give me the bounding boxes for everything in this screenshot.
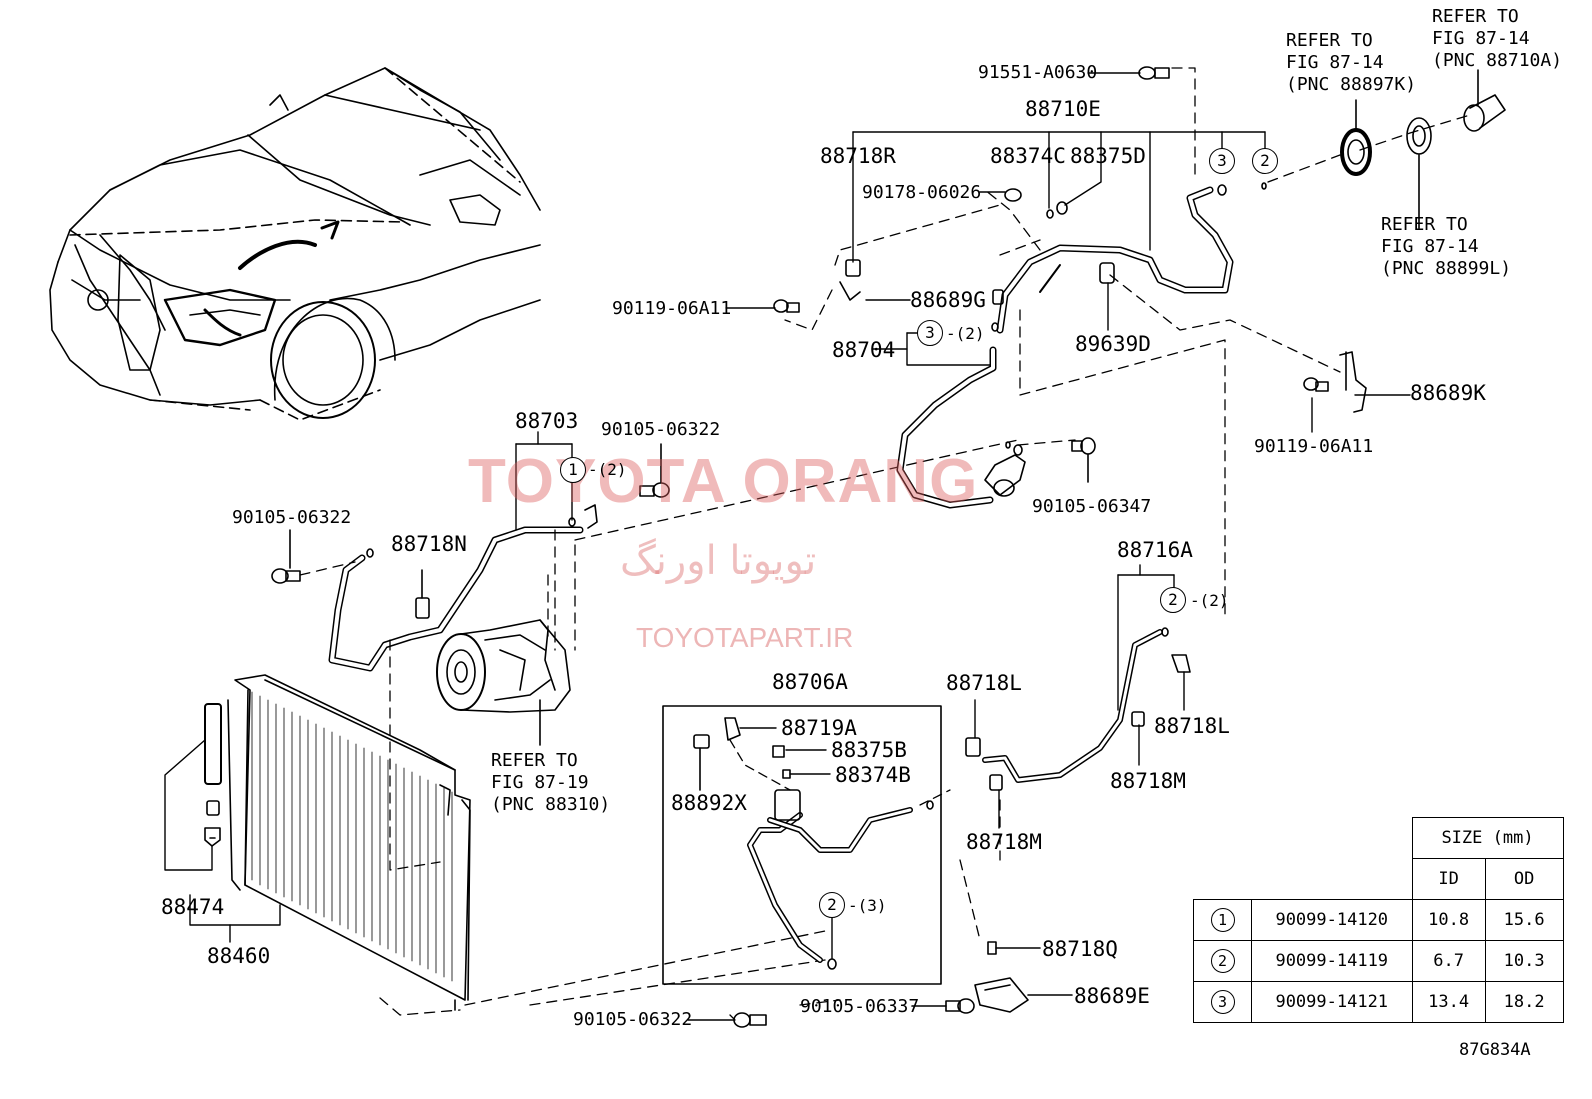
size-part-number: 90099-14120 [1251,899,1413,941]
label-88892X: 88892X [671,791,747,815]
label-88718Q: 88718Q [1042,937,1118,961]
label-88718N: 88718N [391,532,467,556]
leader-88474 [164,739,281,943]
hose-88704 [896,322,1026,509]
key-circle-3-88704: 3 [917,320,943,346]
size-id: 13.4 [1411,981,1486,1023]
key-circle-2-88716A: 2 [1160,587,1186,613]
bolt-90105-06347 [1071,437,1096,483]
key-circle-2-88706A: 2 [819,892,845,918]
bolt-91551 [1138,66,1170,80]
key-circle-3-top: 3 [1209,148,1235,174]
figure-code: 87G834A [1459,1040,1531,1060]
compressor [436,619,571,746]
reference-88710A: REFER TO FIG 87-14 (PNC 88710A) [1432,6,1563,71]
pipe-88710E [839,182,1267,334]
label-88375D: 88375D [1070,144,1146,168]
label-89639D: 89639D [1075,332,1151,356]
key-circle-2-top: 2 [1252,148,1278,174]
bolt-90105-left [271,529,301,584]
label-88375B: 88375B [831,738,907,762]
size-table-row: 3 90099-14121 13.4 18.2 [1193,981,1564,1023]
label-88719A: 88719A [781,716,857,740]
size-table-row: 2 90099-14119 6.7 10.3 [1193,940,1564,982]
label-90105-06337: 90105-06337 [800,996,920,1017]
quantity-88706A: -(3) [848,896,887,915]
pipe-88703 [328,504,598,672]
label-88460: 88460 [207,944,271,968]
label-90119-06A11-left: 90119-06A11 [612,298,732,319]
label-88689E: 88689E [1074,984,1150,1008]
label-88689G: 88689G [910,288,986,312]
size-id: 6.7 [1411,940,1486,982]
reference-88899L: REFER TO FIG 87-14 (PNC 88899L) [1381,214,1512,279]
label-88689K: 88689K [1410,381,1486,405]
leader-88703 [515,431,573,531]
label-88718M-right: 88718M [1110,769,1186,793]
label-88718R: 88718R [820,144,896,168]
car-illustration [49,67,541,421]
size-id: 10.8 [1411,899,1486,941]
label-88474: 88474 [161,895,225,919]
label-88703: 88703 [515,409,579,433]
dashed-lines-upper [574,67,1471,616]
size-table: SIZE (mm) ID OD 1 90099-14120 10.8 15.6 … [1193,817,1564,1023]
label-90105-06347: 90105-06347 [1032,496,1152,517]
seal-fittings-top-right [1340,69,1506,229]
size-part-number: 90099-14119 [1251,940,1413,982]
size-table-col-id: ID [1411,858,1486,900]
size-od: 18.2 [1484,981,1564,1023]
size-key-circle: 1 [1210,908,1235,932]
label-88374C: 88374C [990,144,1066,168]
bracket-88689E [911,941,1073,1014]
label-88706A: 88706A [772,670,848,694]
dashed-box-88706A [729,739,951,806]
reference-88897K: REFER TO FIG 87-14 (PNC 88897K) [1286,30,1417,95]
label-88716A: 88716A [1117,538,1193,562]
bolt-90119-left [773,299,800,313]
size-od: 10.3 [1484,940,1564,982]
size-part-number: 90099-14121 [1251,981,1413,1023]
label-90105-06322-mid: 90105-06322 [601,419,721,440]
label-88718L-left: 88718L [946,671,1022,695]
leader-88716A [974,564,1185,829]
bolt-90105-bottom [687,1012,767,1028]
size-od: 15.6 [1484,899,1564,941]
size-key-circle: 2 [1210,949,1235,973]
condenser-88460 [204,674,471,1011]
dashed-lines-bottom [379,799,1001,1021]
label-88374B: 88374B [835,763,911,787]
reference-88310: REFER TO FIG 87-19 (PNC 88310) [491,750,611,815]
box-88706A [662,705,942,985]
label-91551-A0630: 91551-A0630 [978,62,1098,83]
label-88710E: 88710E [1025,97,1101,121]
label-88718M-left: 88718M [966,830,1042,854]
size-table-col-od: OD [1484,858,1564,900]
label-88718L-right: 88718L [1154,714,1230,738]
size-key-circle: 3 [1210,990,1235,1014]
quantity-88704: -(2) [946,324,985,343]
bolt-90105-mid [639,443,670,498]
quantity-88716A: -(2) [1190,591,1229,610]
label-90178-06026: 90178-06026 [862,182,982,203]
label-90119-06A11-right: 90119-06A11 [1254,436,1374,457]
leader-box-88706A [739,727,833,959]
size-table-header: SIZE (mm) [1411,817,1564,859]
size-table-row: 1 90099-14120 10.8 15.6 [1193,899,1564,941]
label-88704: 88704 [832,338,896,362]
label-90105-06322-left: 90105-06322 [232,507,352,528]
quantity-88703: -(2) [588,460,627,479]
key-circle-1-88703: 1 [560,457,586,483]
pipe-88716A [965,627,1191,791]
bracket-88689K [1303,351,1367,413]
label-90105-06322-bottom: 90105-06322 [573,1009,693,1030]
